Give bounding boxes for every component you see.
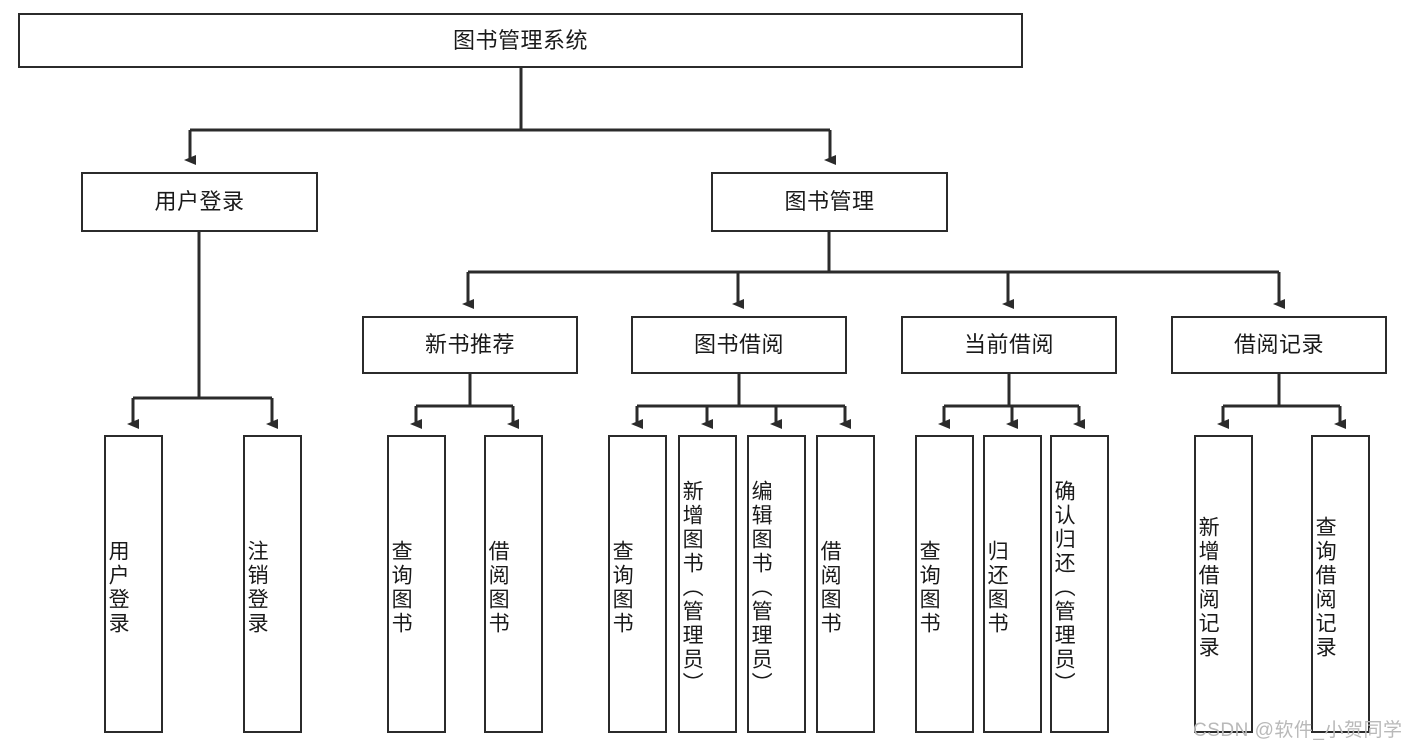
leaf-add-borrow-record[interactable]: 新增借阅记录 (1194, 435, 1253, 733)
leaf-query-borrow-record-label: 查询借阅记录 (1313, 516, 1337, 660)
leaf-borrow-book[interactable]: 借阅图书 (816, 435, 875, 733)
leaf-add-borrow-record-label: 新增借阅记录 (1196, 516, 1220, 660)
node-book-management[interactable]: 图书管理 (711, 172, 948, 232)
node-root-label: 图书管理系统 (452, 27, 588, 53)
node-current-borrow-label: 当前借阅 (963, 332, 1054, 358)
leaf-query-book-recommend-label: 查询图书 (389, 540, 413, 636)
leaf-confirm-return-admin[interactable]: 确认归还（管理员） (1050, 435, 1109, 733)
leaf-logout[interactable]: 注销登录 (243, 435, 302, 733)
node-borrow-records[interactable]: 借阅记录 (1171, 316, 1387, 374)
node-root[interactable]: 图书管理系统 (18, 13, 1023, 68)
node-current-borrow[interactable]: 当前借阅 (901, 316, 1117, 374)
leaf-edit-book-admin-label: 编辑图书（管理员） (749, 480, 773, 696)
leaf-user-login-label: 用户登录 (106, 540, 130, 636)
watermark: CSDN @软件_小贺同学 (1193, 720, 1403, 741)
leaf-return-book-label: 归还图书 (985, 540, 1009, 636)
leaf-query-borrow-record[interactable]: 查询借阅记录 (1311, 435, 1370, 733)
leaf-query-book-current-label: 查询图书 (917, 540, 941, 636)
node-book-borrow-label: 图书借阅 (693, 332, 784, 358)
node-borrow-records-label: 借阅记录 (1233, 332, 1324, 358)
leaf-borrow-book-recommend[interactable]: 借阅图书 (484, 435, 543, 733)
leaf-user-login[interactable]: 用户登录 (104, 435, 163, 733)
node-book-borrow[interactable]: 图书借阅 (631, 316, 847, 374)
leaf-logout-label: 注销登录 (245, 540, 269, 636)
leaf-edit-book-admin[interactable]: 编辑图书（管理员） (747, 435, 806, 733)
node-user-login-label: 用户登录 (154, 189, 245, 215)
node-user-login[interactable]: 用户登录 (81, 172, 318, 232)
leaf-confirm-return-admin-label: 确认归还（管理员） (1052, 480, 1076, 696)
node-new-book-recommendation-label: 新书推荐 (424, 332, 515, 358)
node-book-management-label: 图书管理 (784, 189, 875, 215)
leaf-return-book[interactable]: 归还图书 (983, 435, 1042, 733)
leaf-query-book-borrow[interactable]: 查询图书 (608, 435, 667, 733)
leaf-borrow-book-label: 借阅图书 (818, 540, 842, 636)
leaf-query-book-recommend[interactable]: 查询图书 (387, 435, 446, 733)
leaf-add-book-admin-label: 新增图书（管理员） (680, 480, 704, 696)
node-new-book-recommendation[interactable]: 新书推荐 (362, 316, 578, 374)
leaf-query-book-borrow-label: 查询图书 (610, 540, 634, 636)
leaf-borrow-book-recommend-label: 借阅图书 (486, 540, 510, 636)
leaf-query-book-current[interactable]: 查询图书 (915, 435, 974, 733)
leaf-add-book-admin[interactable]: 新增图书（管理员） (678, 435, 737, 733)
